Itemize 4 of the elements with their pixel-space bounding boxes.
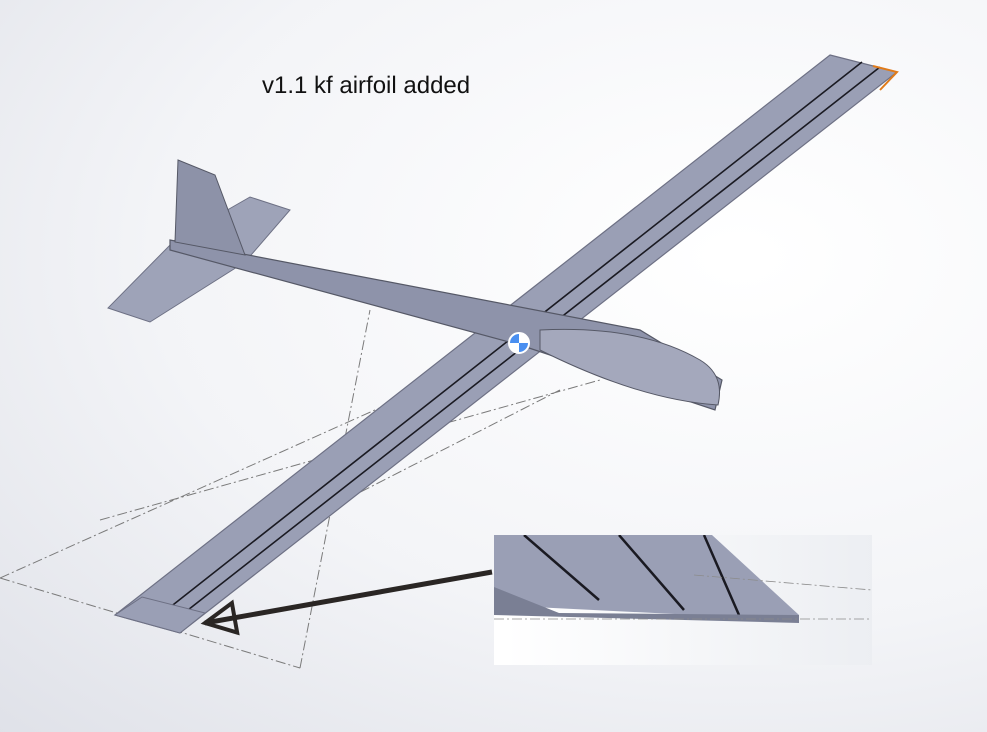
wingtip: [114, 596, 206, 634]
note-text: v1.1 kf airfoil added: [262, 72, 470, 100]
arrow: [203, 570, 492, 635]
detail-inset-picture: [494, 535, 872, 665]
